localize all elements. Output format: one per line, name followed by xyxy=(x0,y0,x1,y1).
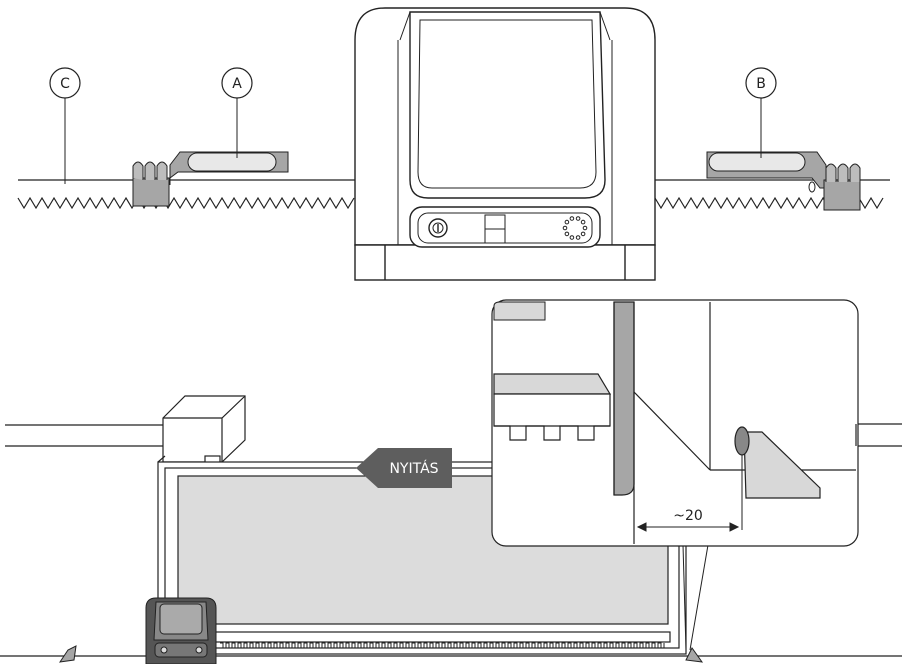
callout-label-c: C xyxy=(60,76,70,92)
callout-b: B xyxy=(745,67,777,158)
indicator-led-ring xyxy=(562,216,588,240)
opening-direction-arrow: NYITÁS xyxy=(356,448,452,488)
gate-bottom-rack xyxy=(220,642,665,649)
indicator-led xyxy=(580,231,586,237)
gap-dimension: ~20 xyxy=(636,508,740,532)
limit-switch-bracket-b xyxy=(706,151,861,211)
detail-gate-edge xyxy=(613,301,635,544)
indicator-led xyxy=(569,216,575,221)
callout-a: A xyxy=(221,67,253,158)
ground-stop-right xyxy=(685,647,704,663)
indicator-led xyxy=(580,219,586,225)
indicator-led xyxy=(569,235,575,240)
gear-rack-left xyxy=(17,179,355,210)
detail-zoom-box: ~20 xyxy=(491,299,859,547)
wall-right xyxy=(856,423,902,447)
limit-switch-bracket-a xyxy=(132,151,289,207)
ground-stop-left xyxy=(58,645,77,663)
indicator-led xyxy=(582,225,588,231)
gate-motor-mini xyxy=(145,597,217,664)
opening-direction-label: NYITÁS xyxy=(389,460,438,477)
indicator-led xyxy=(564,231,570,237)
indicator-led xyxy=(575,235,581,240)
callout-label-a: A xyxy=(232,76,242,92)
detail-rack-block xyxy=(493,373,612,441)
gate-motor-housing xyxy=(354,7,656,281)
indicator-led xyxy=(564,219,570,225)
wall-left xyxy=(5,424,163,447)
detail-limit-stop xyxy=(734,426,821,530)
indicator-led xyxy=(575,216,581,221)
gate-view: NYITÁS xyxy=(0,299,902,664)
key-lock-icon xyxy=(428,218,448,238)
callout-label-b: B xyxy=(756,76,766,92)
detail-callout-leader xyxy=(682,544,709,651)
indicator-led xyxy=(562,225,568,231)
callout-c: C xyxy=(49,67,81,184)
top-view: A B C xyxy=(17,7,890,281)
gap-dimension-label: ~20 xyxy=(673,508,703,524)
